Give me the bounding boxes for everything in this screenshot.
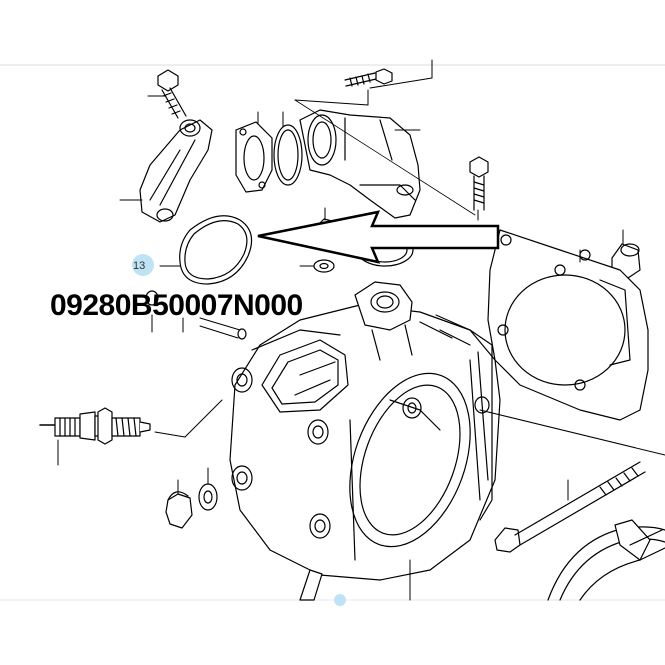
callout-13: 13	[132, 254, 154, 276]
cylinder-gasket	[487, 229, 649, 421]
part-number-label: 09280B50007N000	[50, 289, 303, 322]
small-pin-left	[145, 290, 247, 340]
cap-nut	[165, 479, 193, 529]
intake-o-ring	[273, 111, 303, 186]
washer-bottom-left	[198, 467, 218, 511]
small-washer-center	[299, 259, 335, 273]
bolt-top-left	[147, 69, 187, 119]
cylinder-body	[229, 281, 501, 581]
callout-bubble	[132, 254, 154, 276]
annotation-arrow	[257, 210, 500, 264]
o-ring-13	[159, 215, 253, 285]
bolt-right-vertical	[469, 156, 489, 221]
spark-plug	[39, 399, 223, 466]
leader-line-right	[479, 409, 665, 456]
intake-gasket-plate	[235, 111, 273, 193]
pipe-cover-left	[119, 119, 213, 223]
callout-label: 13	[133, 260, 145, 272]
hose-clamp	[547, 519, 665, 601]
dowel-bottom-center	[299, 559, 411, 606]
bolt-top-center	[294, 59, 476, 216]
long-stud-bolt	[494, 461, 646, 553]
intake-pipe	[299, 109, 421, 219]
